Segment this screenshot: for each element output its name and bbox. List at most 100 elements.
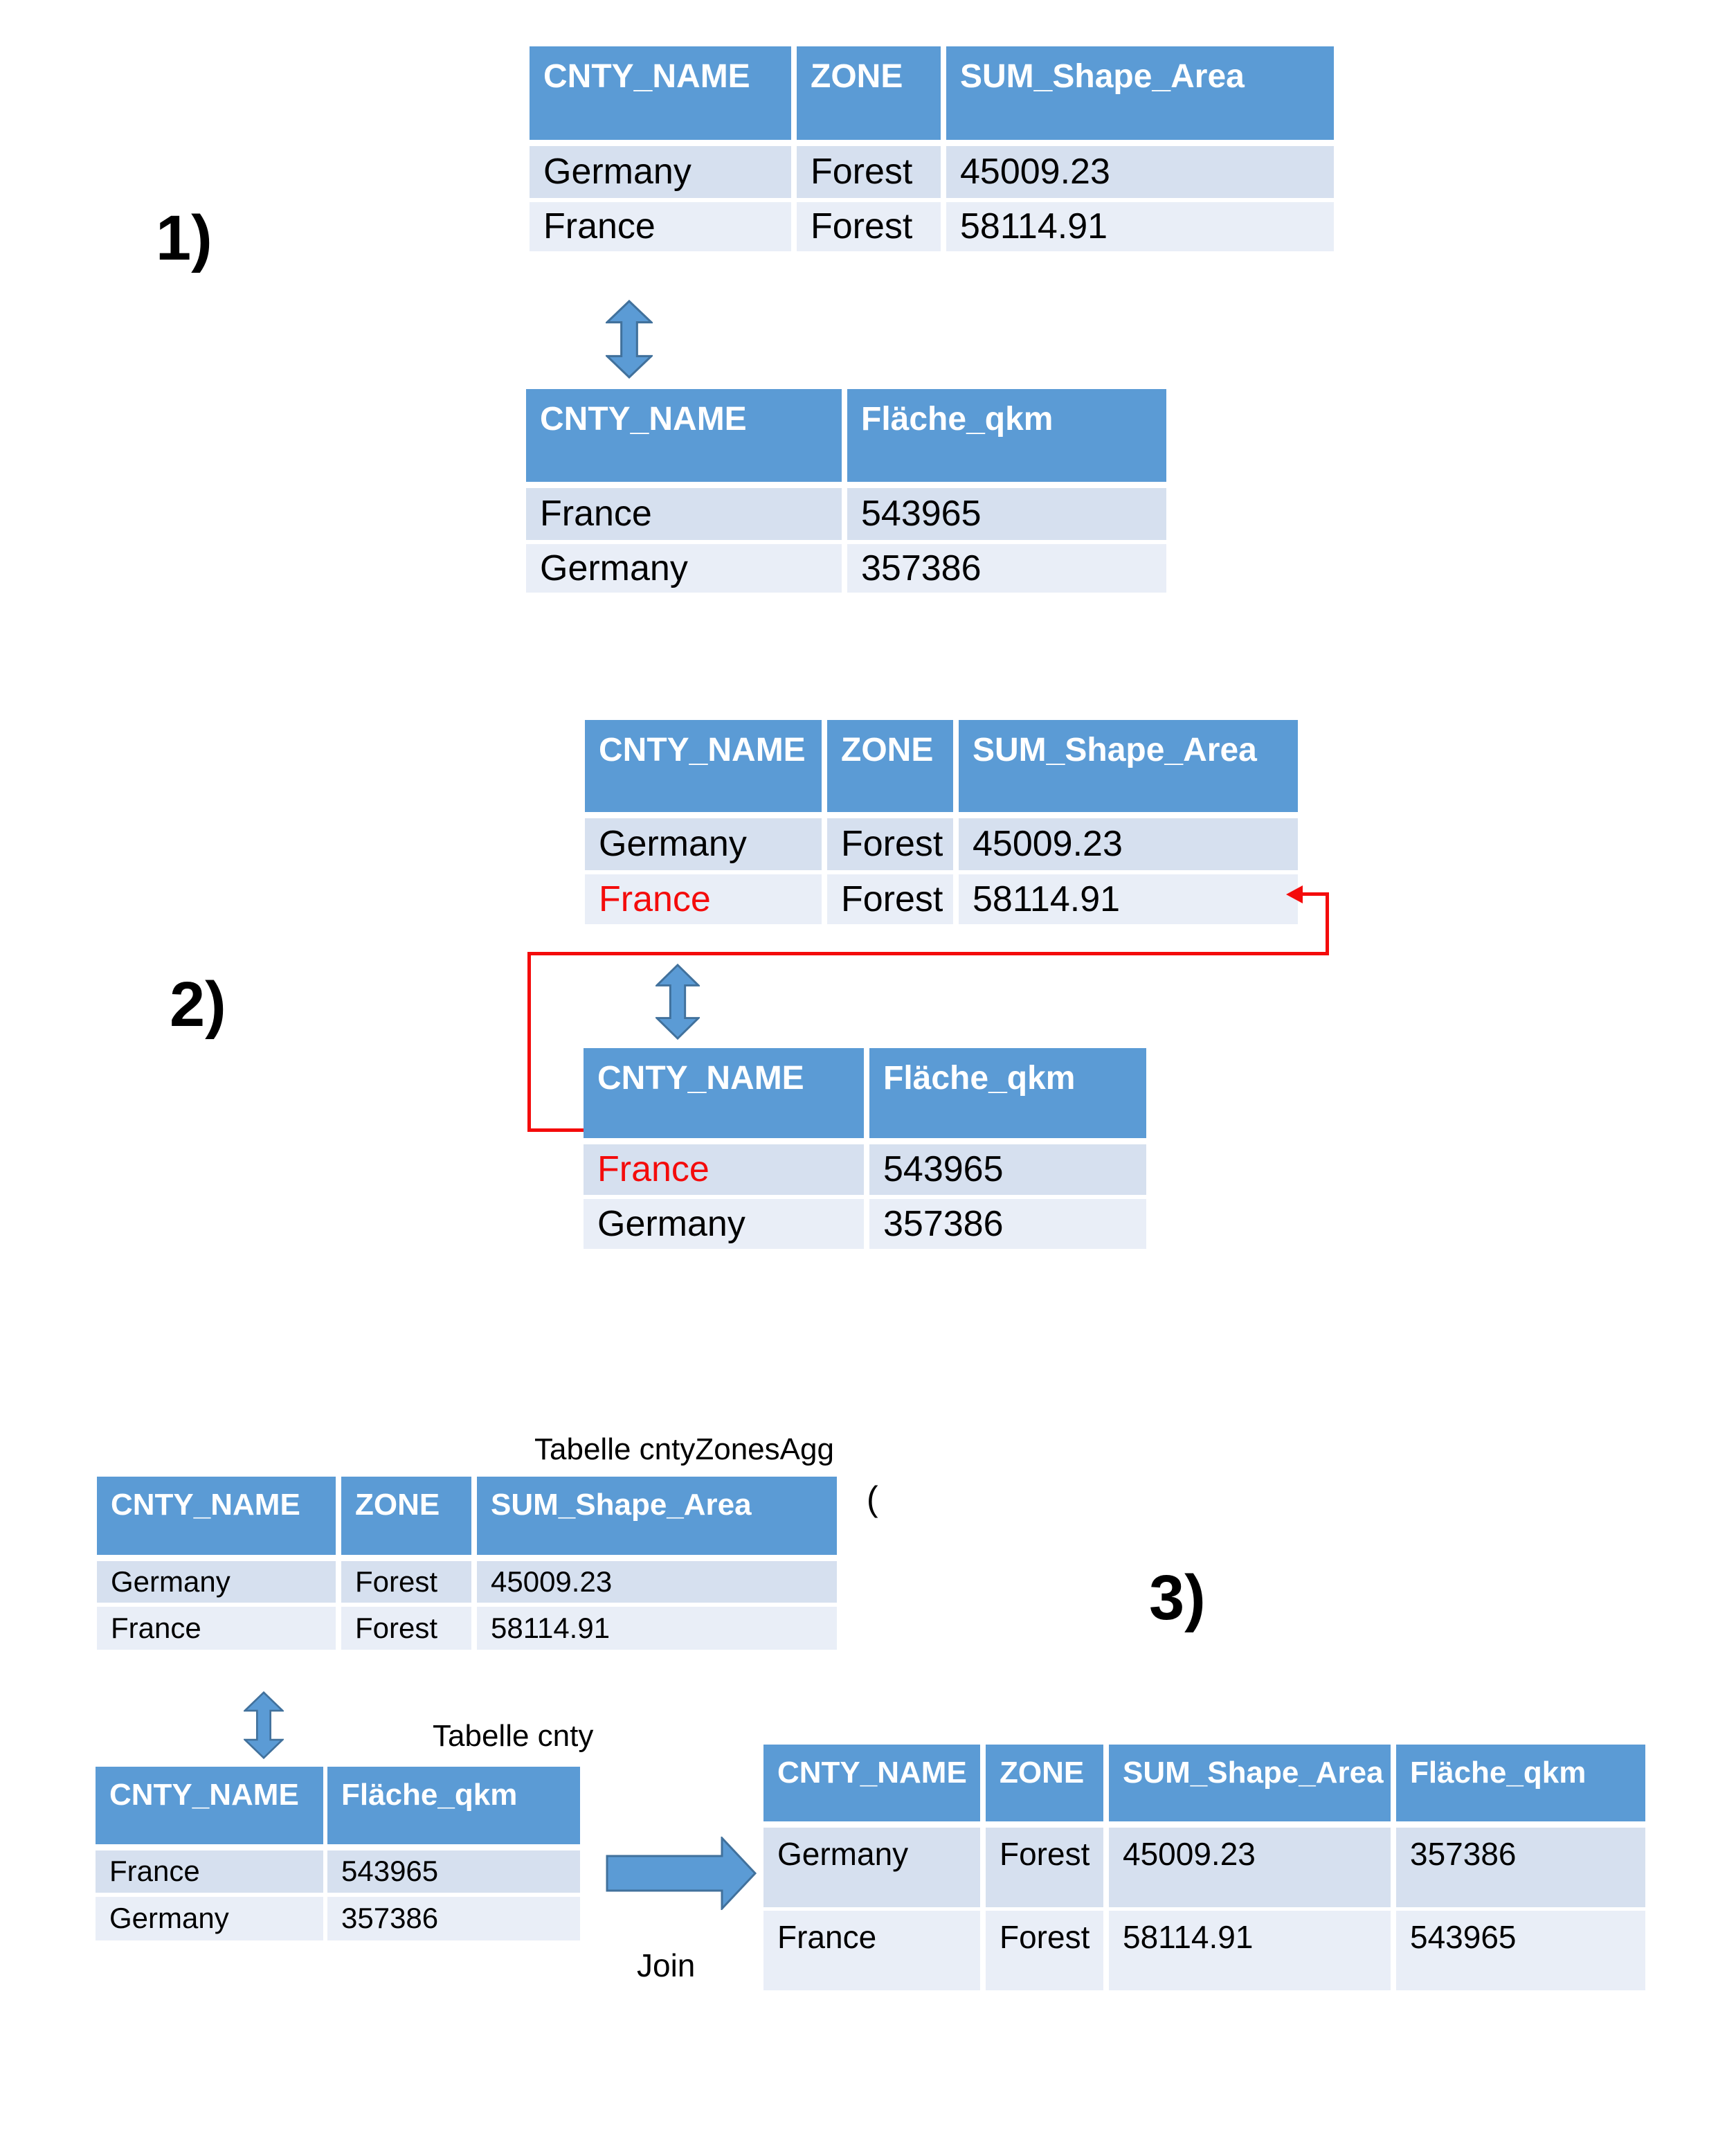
table-cell: 543965 xyxy=(847,488,1166,544)
column-header: SUM_Shape_Area xyxy=(946,46,1334,146)
table-cell: 45009.23 xyxy=(959,818,1298,874)
table-cell: 357386 xyxy=(327,1897,580,1940)
table-row: Germany Forest 45009.23 xyxy=(585,818,1298,874)
column-header: SUM_Shape_Area xyxy=(1109,1745,1396,1828)
column-header: ZONE xyxy=(827,720,959,818)
table-cell: Forest xyxy=(986,1828,1109,1911)
table-cell: France xyxy=(96,1850,327,1897)
table-row: France 543965 xyxy=(96,1850,580,1897)
table-cell: 58114.91 xyxy=(959,874,1298,924)
table-header-row: CNTY_NAME Fläche_qkm xyxy=(96,1767,580,1850)
table-cnty-section3: CNTY_NAME Fläche_qkm France 543965 Germa… xyxy=(96,1767,580,1940)
double-arrow-icon xyxy=(244,1691,284,1759)
table-cell: Forest xyxy=(341,1607,477,1650)
join-arrow-icon xyxy=(606,1837,757,1910)
table-row: France Forest 58114.91 543965 xyxy=(763,1911,1645,1990)
column-header: ZONE xyxy=(341,1477,477,1561)
table-cell: Germany xyxy=(526,544,847,593)
table-cnty-section1: CNTY_NAME Fläche_qkm France 543965 Germa… xyxy=(526,389,1166,593)
table-row: France Forest 58114.91 xyxy=(530,202,1334,251)
table-joined-result: CNTY_NAME ZONE SUM_Shape_Area Fläche_qkm… xyxy=(763,1745,1645,1990)
table-cell: Germany xyxy=(96,1897,327,1940)
table-cell: 543965 xyxy=(869,1144,1146,1199)
table-cell: Forest xyxy=(986,1911,1109,1990)
column-header: CNTY_NAME xyxy=(585,720,827,818)
table-row: Germany 357386 xyxy=(526,544,1166,593)
table-cell-highlighted: France xyxy=(584,1144,869,1199)
column-header: CNTY_NAME xyxy=(530,46,797,146)
double-arrow-icon xyxy=(606,300,653,379)
red-reference-line xyxy=(527,1128,587,1132)
table-header-row: CNTY_NAME ZONE SUM_Shape_Area xyxy=(530,46,1334,146)
column-header: CNTY_NAME xyxy=(763,1745,986,1828)
column-header: Fläche_qkm xyxy=(847,389,1166,488)
table-row: Germany 357386 xyxy=(584,1199,1146,1249)
table-row: Germany Forest 45009.23 xyxy=(97,1561,837,1607)
table-cell: 45009.23 xyxy=(1109,1828,1396,1911)
table-row: France 543965 xyxy=(526,488,1166,544)
table-row: France 543965 xyxy=(584,1144,1146,1199)
table-row: France Forest 58114.91 xyxy=(585,874,1298,924)
table-cell: France xyxy=(530,202,797,251)
table-cell: Forest xyxy=(797,202,946,251)
table-header-row: CNTY_NAME ZONE SUM_Shape_Area xyxy=(585,720,1298,818)
table-cell: Forest xyxy=(341,1561,477,1607)
table-cell: Germany xyxy=(530,146,797,202)
section-1-label: 1) xyxy=(156,203,213,273)
table-row: France Forest 58114.91 xyxy=(97,1607,837,1650)
table-cell: Germany xyxy=(584,1199,869,1249)
table-cell: 357386 xyxy=(869,1199,1146,1249)
table-cell: France xyxy=(97,1607,341,1650)
red-reference-line xyxy=(1326,892,1329,955)
column-header: CNTY_NAME xyxy=(526,389,847,488)
caption-tabelle-cntyzonesagg: Tabelle cntyZonesAgg xyxy=(534,1432,834,1466)
table-header-row: CNTY_NAME Fläche_qkm xyxy=(526,389,1166,488)
table-row: Germany Forest 45009.23 xyxy=(530,146,1334,202)
column-header: ZONE xyxy=(797,46,946,146)
table-cell: 543965 xyxy=(327,1850,580,1897)
caption-tabelle-cnty: Tabelle cnty xyxy=(433,1719,594,1753)
column-header: CNTY_NAME xyxy=(584,1048,869,1144)
table-row: Germany 357386 xyxy=(96,1897,580,1940)
join-label: Join xyxy=(637,1947,696,1983)
column-header: ZONE xyxy=(986,1745,1109,1828)
table-header-row: CNTY_NAME Fläche_qkm xyxy=(584,1048,1146,1144)
table-cell: 58114.91 xyxy=(1109,1911,1396,1990)
table-zones-section2: CNTY_NAME ZONE SUM_Shape_Area Germany Fo… xyxy=(585,720,1298,924)
section-3-label: 3) xyxy=(1149,1562,1206,1633)
table-header-row: CNTY_NAME ZONE SUM_Shape_Area xyxy=(97,1477,837,1561)
table-cell: 357386 xyxy=(847,544,1166,593)
table-cell: 543965 xyxy=(1396,1911,1645,1990)
red-reference-line xyxy=(1300,892,1329,896)
table-cell: Germany xyxy=(97,1561,341,1607)
double-arrow-icon xyxy=(655,964,700,1040)
red-reference-line xyxy=(527,952,531,1132)
table-cell: France xyxy=(526,488,847,544)
section-2-label: 2) xyxy=(170,969,226,1040)
table-cell: 357386 xyxy=(1396,1828,1645,1911)
stray-parenthesis-mark: ( xyxy=(867,1479,878,1518)
table-cell: Germany xyxy=(585,818,827,874)
table-row: Germany Forest 45009.23 357386 xyxy=(763,1828,1645,1911)
table-cell: Forest xyxy=(797,146,946,202)
table-cell: 45009.23 xyxy=(477,1561,837,1607)
red-reference-line xyxy=(527,952,1329,955)
table-cell: Forest xyxy=(827,874,959,924)
table-cell: France xyxy=(763,1911,986,1990)
column-header: SUM_Shape_Area xyxy=(477,1477,837,1561)
table-cell: 58114.91 xyxy=(946,202,1334,251)
column-header: Fläche_qkm xyxy=(869,1048,1146,1144)
column-header: CNTY_NAME xyxy=(96,1767,327,1850)
table-zonesagg-section3: CNTY_NAME ZONE SUM_Shape_Area Germany Fo… xyxy=(97,1477,837,1650)
column-header: SUM_Shape_Area xyxy=(959,720,1298,818)
table-zones-section1: CNTY_NAME ZONE SUM_Shape_Area Germany Fo… xyxy=(530,46,1334,251)
table-cell: Forest xyxy=(827,818,959,874)
table-cell-highlighted: France xyxy=(585,874,827,924)
table-cnty-section2: CNTY_NAME Fläche_qkm France 543965 Germa… xyxy=(584,1048,1146,1249)
column-header: Fläche_qkm xyxy=(1396,1745,1645,1828)
table-header-row: CNTY_NAME ZONE SUM_Shape_Area Fläche_qkm xyxy=(763,1745,1645,1828)
column-header: CNTY_NAME xyxy=(97,1477,341,1561)
table-cell: 45009.23 xyxy=(946,146,1334,202)
table-cell: 58114.91 xyxy=(477,1607,837,1650)
